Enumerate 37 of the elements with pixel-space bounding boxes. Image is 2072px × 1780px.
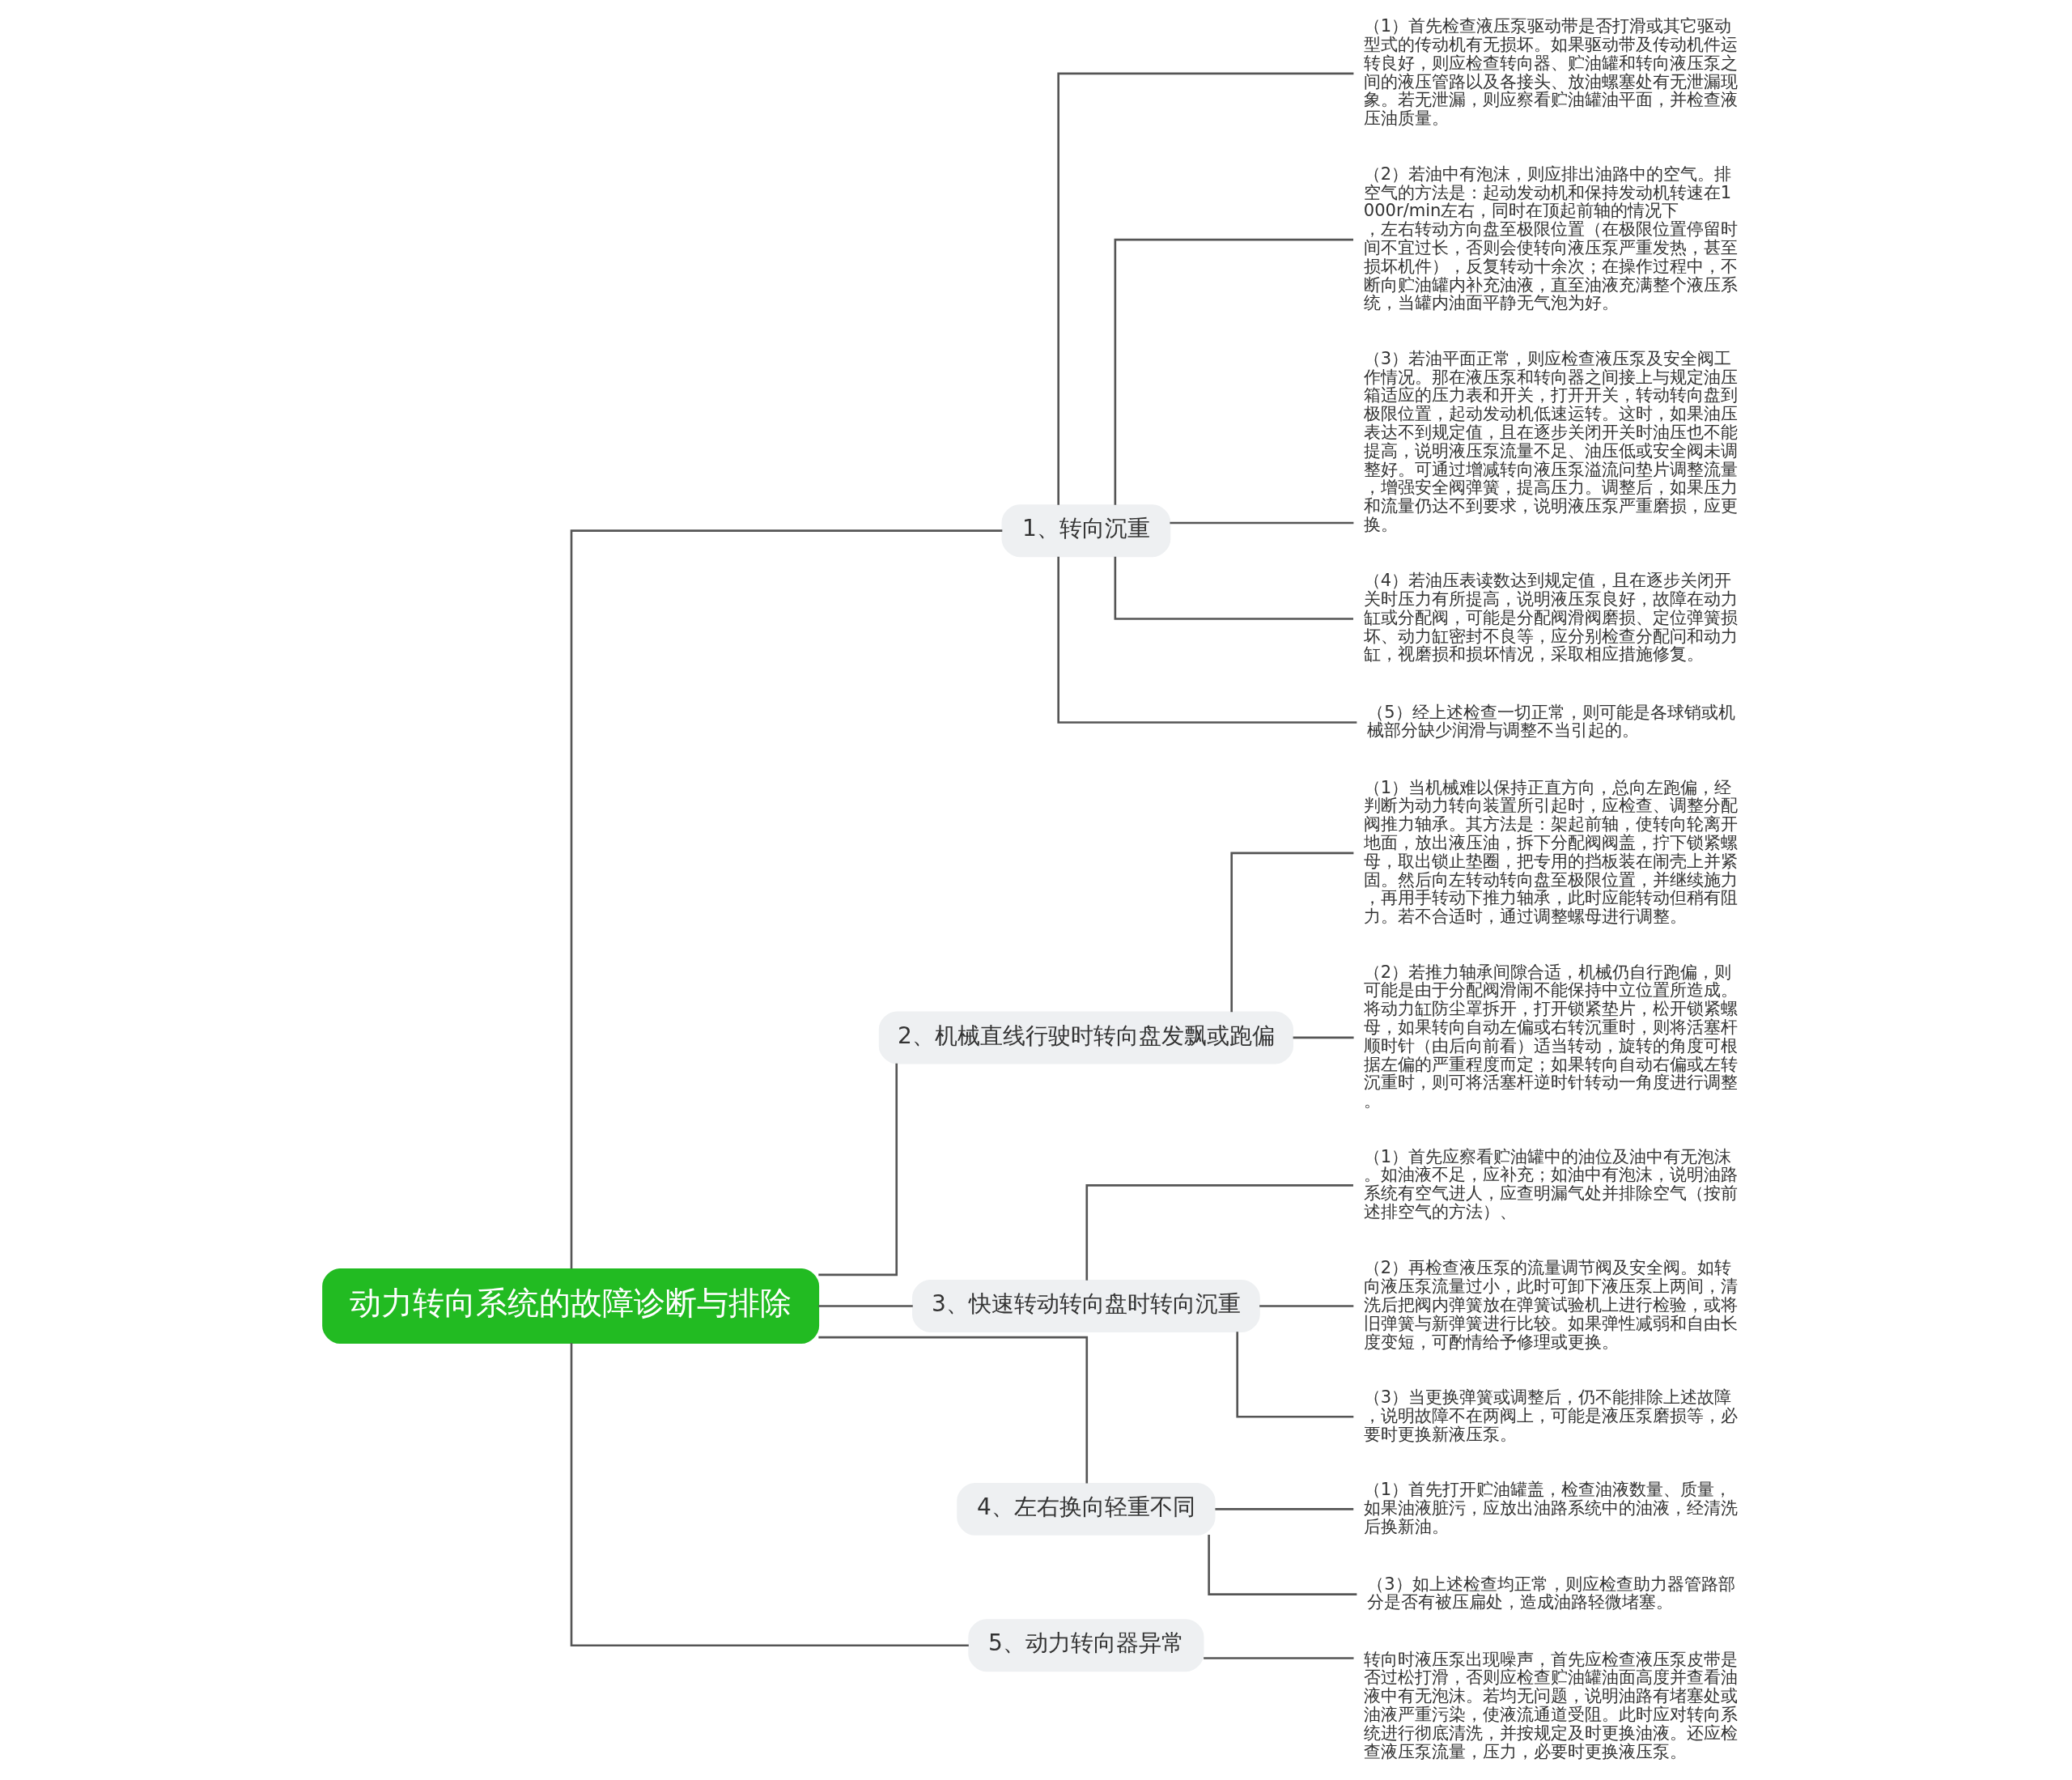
connector: [1056, 556, 1357, 724]
connector: [1235, 1332, 1353, 1418]
node-text: （2）若油中有泡沫，则应排出油路中的空气。排空气的方法是：起动发动机和保持发动机转速在1000r/min左右，同时在顶起前轴的情况下，左右转动方向盘至极限位置（在极限位置停留时间不宜过长，否则会使转向液压泵严重发热，甚至损坏机件），反复转动十余次；在操作过程中，不断向贮油罐内补充油液，直至油液充满整个液压系统，当罐内油面平静无气泡为好。: [1363, 163, 1738, 313]
connector: [1114, 238, 1353, 505]
node-text: （4）若油压表读数达到规定值，且在逐步关闭开关时压力有所提高，说明液压泵良好，故障在动力缸或分配阀，可能是分配阀滑阀磨损、定位弹簧损坏、动力缸密封不良等，应分别检查分配问和动力缸，视磨损和损坏情况，采取相应措施修复。: [1363, 570, 1738, 665]
connector: [817, 1305, 913, 1307]
node-text: （3）如上述检查均正常，则应检查助力器管路部分是否有被压扁处，造成油路轻微堵塞。: [1366, 1573, 1735, 1612]
node-text: （5）经上述检查一切正常，则可能是各球销或机械部分缺少润滑与调整不当引起的。: [1366, 701, 1735, 741]
node-text: （2）若推力轴承间隙合适，机械仍自行跑偏，则可能是由于分配阀滑闹不能保持中立位置所造成。将动力缸防尘罩拆开，打开锁紧垫片，松开锁紧螺母，如果转向自动左偏或右转沉重时，则将活塞杆顺时针（由后向前看）适当转动，旋转的角度可根据左偏的严重程度而定；如果转向自动右偏或左转沉重时，则可将活塞杆逆时针转动一角度进行调整。: [1363, 961, 1738, 1111]
node-text: 转向时液压泵出现噪声，首先应检查液压泵皮带是否过松打滑，否则应检查贮油罐油面高度并查看油液中有无泡沫。若均无问题，说明油路有堵塞处或油液严重污染，使液流通道受阻。此时应对转向系统进行彻底清洗，并按规定及时更换油液。还应检查液压泵流量，压力，必要时更换液压泵。: [1363, 1648, 1738, 1761]
node-box: 5、动力转向器异常: [967, 1619, 1204, 1672]
node-text: （1）首先检查液压泵驱动带是否打滑或其它驱动型式的传动机有无损坏。如果驱动带及传动机件运转良好，则应检查转向器、贮油罐和转向液压泵之间的液压管路以及各接头、放油螺塞处有无泄漏现象。若无泄漏，则应察看贮油罐油平面，并检查液压油质量。: [1363, 15, 1738, 129]
node-box: 3、快速转动转向盘时转向沉重: [911, 1280, 1260, 1332]
connector: [570, 529, 1002, 1269]
node-text: （1）首先打开贮油罐盖，检查油液数量、质量，如果油液脏污，应放出油路系统中的油液，经清洗后换新油。: [1363, 1478, 1738, 1536]
node-box: 动力转向系统的故障诊断与排除: [321, 1268, 819, 1344]
node-box: 2、机械直线行驶时转向盘发飘或跑偏: [878, 1011, 1293, 1064]
node-text: （1）首先应察看贮油罐中的油位及油中有无泡沫。如油液不足，应补充；如油中有泡沫，说明油路系统有空气进人，应查明漏气处并排除空气（按前述排空气的方法）、: [1363, 1145, 1738, 1222]
connector: [1293, 1036, 1354, 1039]
connector: [1214, 1508, 1353, 1510]
connector: [1085, 1184, 1353, 1281]
node-box: 4、左右换向轻重不同: [956, 1482, 1216, 1536]
node-text: （3）若油平面正常，则应检查液压泵及安全阀工作情况。那在液压泵和转向器之间接上与规定油压箱适应的压力表和开关，打开开关，转动转向盘到极限位置，起动发动机低速运转。这时，如果油压表达不到规定值，且在逐步关闭开关时油压也不能提高，说明液压泵流量不足、油压低或安全阀未调整好。可通过增减转向液压泵溢流问垫片调整流量，增强安全阀弹簧，提高压力。调整后，如果压力和流量仍达不到要求，说明液压泵严重磨损，应更换。: [1363, 347, 1738, 534]
connector: [1203, 1657, 1353, 1659]
node-box: 1、转向沉重: [1001, 504, 1170, 558]
connector: [1259, 1305, 1353, 1307]
connector: [817, 1336, 1088, 1484]
connector: [1169, 521, 1353, 525]
connector: [1056, 72, 1353, 505]
connector: [817, 1063, 898, 1277]
node-text: （2）再检查液压泵的流量调节阀及安全阀。如转向液压泵流量过小，此时可卸下液压泵上两间，清洗后把阀内弹簧放在弹簧试验机上进行检验，或将旧弹簧与新弹簧进行比较。如果弹性减弱和自由长度变短，可酌情给予修理或更换。: [1363, 1257, 1738, 1352]
connector: [1207, 1534, 1357, 1595]
connector: [570, 1343, 969, 1647]
node-text: （3）当更换弹簧或调整后，仍不能排除上述故障，说明故障不在两阀上，可能是液压泵磨损等，必要时更换新液压泵。: [1363, 1386, 1738, 1444]
node-text: （1）当机械难以保持正直方向，总向左跑偏，经判断为动力转向装置所引起时，应检查、调整分配阀推力轴承。其方法是：架起前轴，使转向轮离开地面，放出液压油，拆下分配阀阀盖，拧下锁紧螺母，取出锁止垫圈，把专用的挡板装在闹壳上并紧固。然后向左转动转向盘至极限位置，并继续施力，再用手转动下推力轴承，此时应能转动但稍有阻力。若不合适时，通过调整螺母进行调整。: [1363, 776, 1738, 927]
connector: [1114, 556, 1353, 620]
connector: [1229, 852, 1353, 1013]
